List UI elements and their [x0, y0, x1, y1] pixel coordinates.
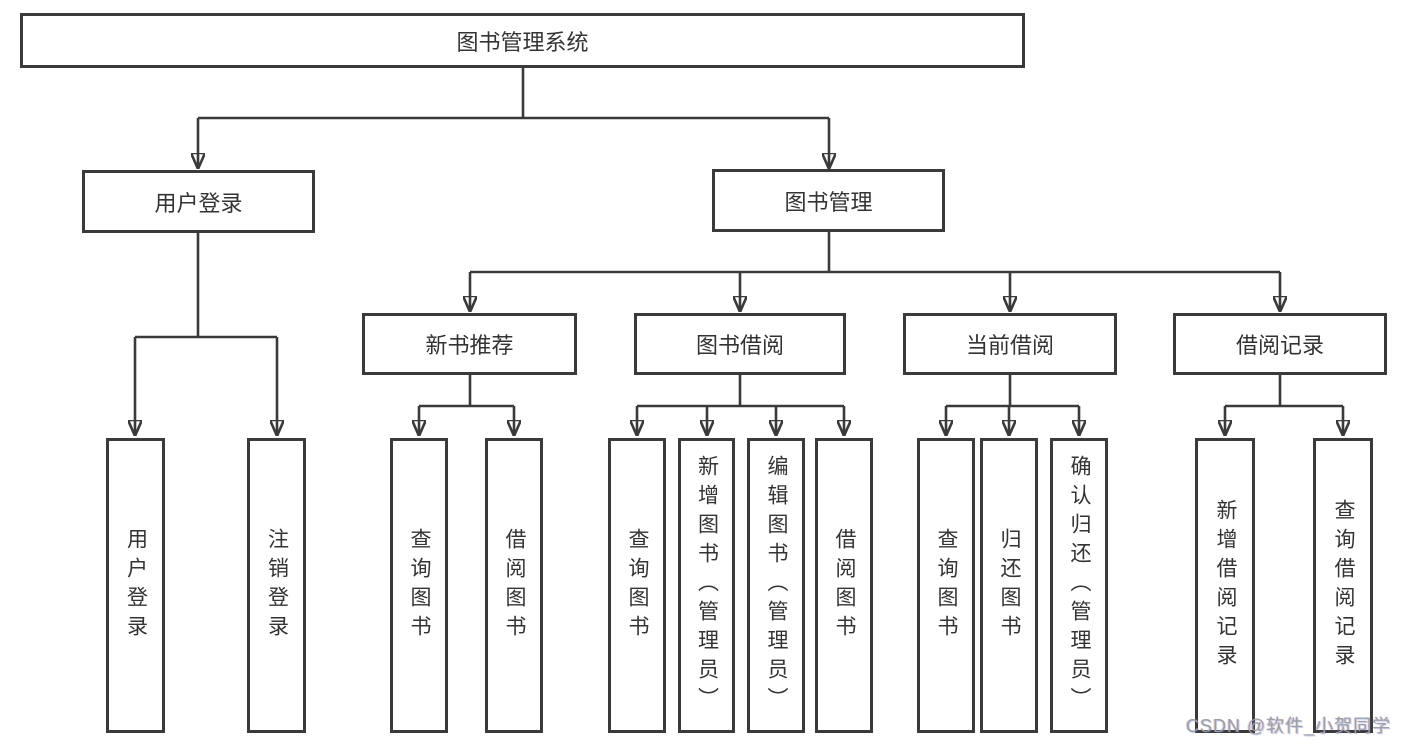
leaf-query-book-1: 查询图书 [390, 438, 448, 733]
leaf-query-book-1-label: 查询图书 [408, 527, 431, 644]
leaf-query-book-2-label: 查询图书 [626, 527, 649, 644]
node-book-management-label: 图书管理 [784, 189, 873, 215]
node-new-book-recommend-label: 新书推荐 [425, 333, 514, 358]
leaf-borrow-book-2-label: 借阅图书 [833, 527, 856, 644]
leaf-borrow-book-1-label: 借阅图书 [503, 527, 526, 644]
node-current-borrow-label: 当前借阅 [965, 333, 1054, 358]
leaf-user-login: 用户登录 [106, 438, 165, 733]
leaf-return-book-label: 归还图书 [998, 527, 1021, 644]
csdn-watermark: CSDN @软件_小贺同学 [1186, 716, 1392, 736]
leaf-query-borrow-record: 查询借阅记录 [1313, 438, 1373, 733]
leaf-add-book-admin: 新增图书（管理员） [678, 438, 735, 733]
connector-trunks [135, 68, 1343, 408]
leaf-edit-book-admin: 编辑图书（管理员） [747, 438, 805, 733]
node-book-borrow: 图书借阅 [634, 313, 846, 375]
node-book-management: 图书管理 [712, 169, 945, 232]
leaf-edit-book-admin-label: 编辑图书（管理员） [765, 455, 788, 716]
node-user-login: 用户登录 [82, 170, 315, 233]
leaf-query-book-3: 查询图书 [917, 438, 975, 733]
leaf-confirm-return-admin-label: 确认归还（管理员） [1068, 455, 1091, 716]
leaf-add-book-admin-label: 新增图书（管理员） [695, 455, 719, 716]
node-borrow-records-label: 借阅记录 [1235, 333, 1324, 358]
leaf-query-book-2: 查询图书 [608, 438, 666, 733]
node-current-borrow: 当前借阅 [903, 313, 1117, 375]
leaf-add-borrow-record-label: 新增借阅记录 [1214, 498, 1237, 673]
leaf-confirm-return-admin: 确认归还（管理员） [1050, 438, 1108, 733]
leaf-user-login-label: 用户登录 [124, 527, 148, 644]
node-new-book-recommend: 新书推荐 [362, 313, 577, 375]
node-root-label: 图书管理系统 [456, 29, 589, 55]
leaf-borrow-book-1: 借阅图书 [485, 438, 543, 733]
leaf-add-borrow-record: 新增借阅记录 [1195, 438, 1255, 733]
node-root: 图书管理系统 [20, 13, 1025, 68]
node-borrow-records: 借阅记录 [1173, 313, 1387, 375]
node-user-login-label: 用户登录 [154, 190, 243, 216]
leaf-logout: 注销登录 [247, 438, 306, 733]
leaf-query-borrow-record-label: 查询借阅记录 [1332, 498, 1355, 673]
leaf-borrow-book-2: 借阅图书 [815, 438, 873, 733]
leaf-query-book-3-label: 查询图书 [935, 527, 958, 644]
leaf-logout-label: 注销登录 [265, 527, 289, 644]
leaf-return-book: 归还图书 [980, 438, 1038, 733]
node-book-borrow-label: 图书借阅 [695, 333, 784, 358]
